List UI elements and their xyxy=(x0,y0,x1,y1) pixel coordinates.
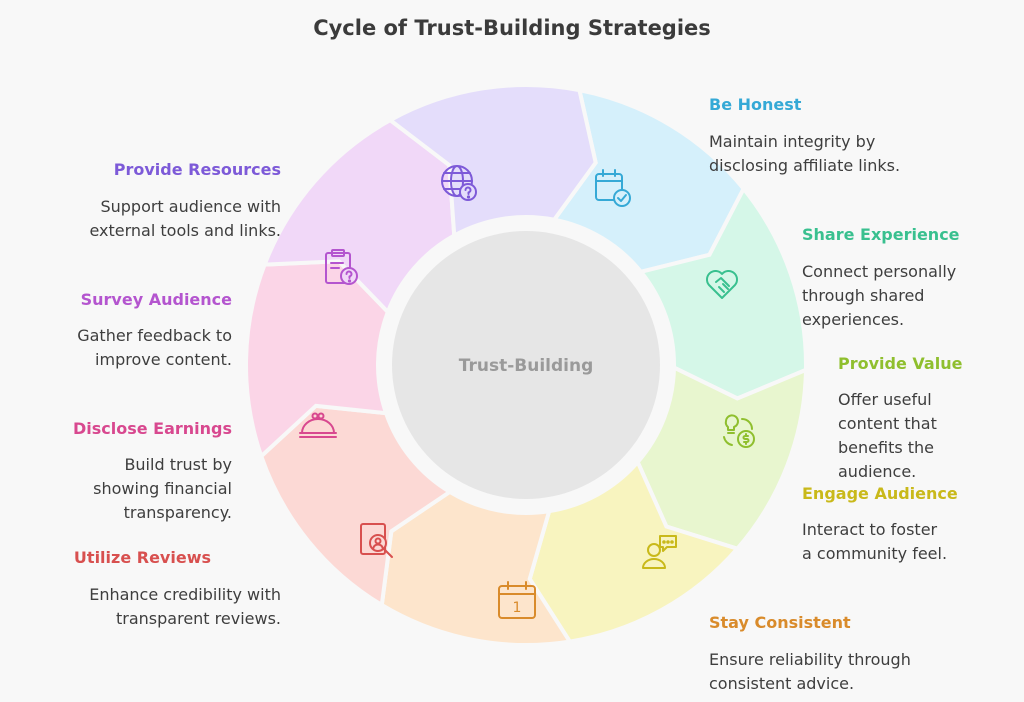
purse-icon xyxy=(299,412,337,438)
calendar-one-icon: 1 xyxy=(498,581,536,619)
label-provide-value: Provide Value xyxy=(838,354,963,373)
label-engage-audience: Engage Audience xyxy=(802,484,958,503)
clipboard-question-icon xyxy=(325,249,358,285)
desc-provide-resources: Support audience with external tools and… xyxy=(89,197,281,240)
segment-provide-resources xyxy=(386,83,598,239)
desc-survey-audience: Gather feedback to improve content. xyxy=(77,326,232,369)
label-share-experience: Share Experience xyxy=(802,225,960,244)
label-be-honest: Be Honest xyxy=(709,95,802,114)
label-survey-audience: Survey Audience xyxy=(80,290,232,309)
label-utilize-reviews: Utilize Reviews xyxy=(73,548,211,567)
svg-text:1: 1 xyxy=(513,600,522,616)
heart-handshake-icon xyxy=(706,270,738,299)
desc-disclose-earnings: Build trust by showing financial transpa… xyxy=(93,455,232,522)
globe-question-icon xyxy=(441,165,477,201)
desc-provide-value: Offer useful content that benefits the a… xyxy=(838,390,937,481)
center-label: Trust-Building xyxy=(459,356,594,376)
desc-stay-consistent: Ensure reliability through consistent ad… xyxy=(709,650,911,693)
center-circle xyxy=(392,231,660,499)
calendar-check-icon xyxy=(595,169,631,207)
desc-be-honest: Maintain integrity by disclosing affilia… xyxy=(709,132,901,175)
diagram-title: Cycle of Trust-Building Strategies xyxy=(313,16,711,40)
label-provide-resources: Provide Resources xyxy=(113,160,281,179)
desc-utilize-reviews: Enhance credibility with transparent rev… xyxy=(89,585,281,628)
desc-engage-audience: Interact to foster a community feel. xyxy=(802,520,948,563)
review-search-icon xyxy=(360,523,393,558)
lightbulb-dollar-icon xyxy=(723,414,755,448)
person-chat-icon xyxy=(642,535,677,569)
label-stay-consistent: Stay Consistent xyxy=(709,613,851,632)
desc-share-experience: Connect personally through shared experi… xyxy=(802,262,957,329)
label-disclose-earnings: Disclose Earnings xyxy=(72,419,232,438)
